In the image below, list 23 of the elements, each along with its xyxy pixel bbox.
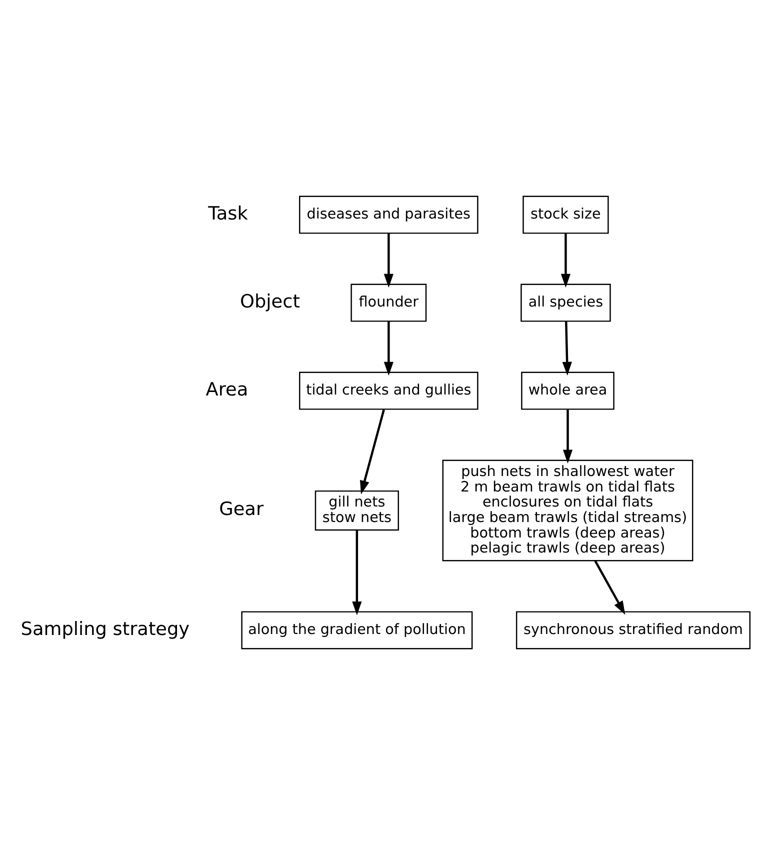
node-box: synchronous stratified random [515,610,750,649]
arrow [359,408,384,494]
node-box: stock size [522,195,608,234]
arrow [562,409,572,464]
node-box: all species [520,283,610,322]
node-box: flounder [350,283,426,322]
label: Object [239,290,300,312]
node-box: whole area [520,371,614,410]
arrow [383,321,393,376]
node-box: push nets in shallowest water 2 m beam trawls on tidal flats enclosures on tidal flats large beam trawls (tidal streams) bottom trawls (deep areas) pelagic trawls (deep areas) [442,459,693,561]
label: Task [208,202,248,224]
arrow [594,560,625,614]
node-box: tidal creeks and gullies [298,371,478,410]
arrow [352,530,362,615]
arrow [560,233,570,288]
node-box: gill nets stow nets [314,490,398,530]
label: Area [205,378,248,400]
arrow [562,321,572,376]
arrow [383,233,393,288]
label: Sampling strategy [20,618,190,640]
node-box: along the gradient of pollution [240,610,472,649]
label: Gear [218,498,264,520]
node-box: diseases and parasites [298,195,478,234]
